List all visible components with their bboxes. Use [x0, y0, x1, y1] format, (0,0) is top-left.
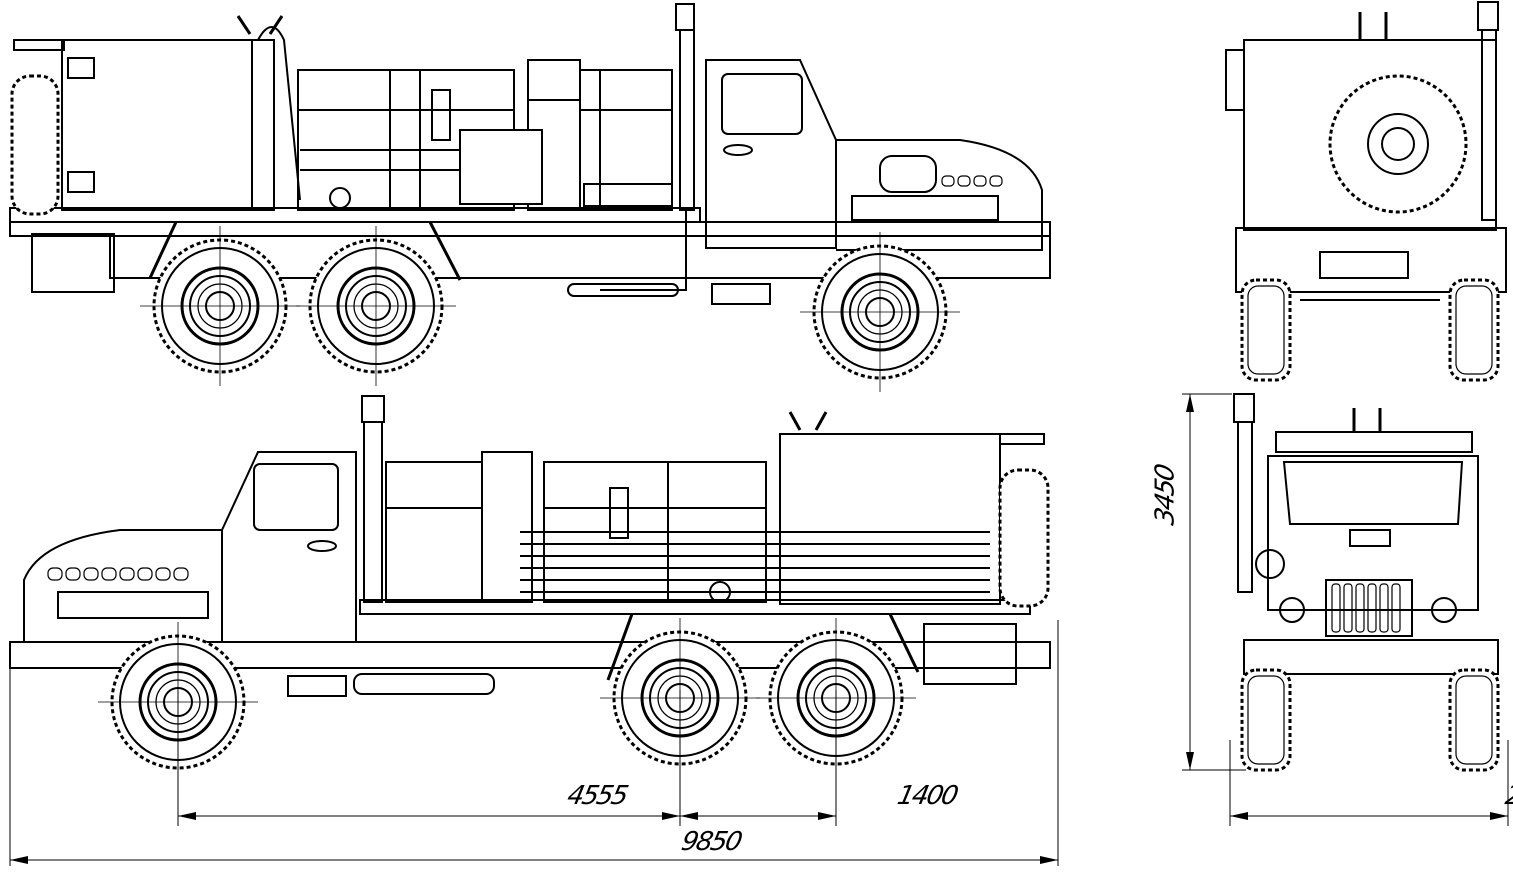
grille	[1325, 579, 1413, 637]
spare-tire	[10, 74, 60, 216]
dim-bogie-spacing-label: 1400	[895, 781, 961, 811]
hood	[23, 529, 222, 643]
dim-overall-width-label: 2500	[1503, 781, 1513, 811]
spare-tire	[998, 468, 1050, 608]
tank	[779, 433, 1001, 605]
rear-bumper	[1235, 227, 1507, 293]
cab	[221, 451, 357, 643]
cab-front	[1267, 455, 1479, 611]
cab-window	[253, 463, 339, 531]
exhaust-stack	[363, 421, 383, 603]
pump-unit	[459, 129, 543, 205]
front-wheel-right	[1448, 668, 1500, 772]
spare-tire	[1328, 74, 1468, 214]
front-wheel-left	[1240, 668, 1292, 772]
dimension-lines	[9, 393, 1509, 866]
wheel-front	[798, 230, 962, 394]
toolbox	[31, 233, 115, 293]
exhaust-cap	[1233, 393, 1255, 423]
rear-wheel-right	[1448, 278, 1500, 382]
rear-wheel-left	[1240, 278, 1292, 382]
chassis-frame	[109, 235, 1051, 279]
rear-view	[1225, 1, 1507, 382]
side-view-bottom	[9, 395, 1051, 784]
cab-window	[721, 73, 803, 135]
wheel-rear-2	[294, 224, 458, 388]
dim-overall-length-label: 9850	[679, 827, 745, 857]
hose-rack	[520, 531, 990, 593]
hood	[836, 139, 1043, 251]
tank	[61, 39, 275, 211]
platform-deck	[9, 207, 701, 223]
cab	[705, 59, 837, 249]
dim-overall-height-label: 3450	[1151, 462, 1181, 528]
side-view-top	[9, 3, 1051, 394]
chassis-rail	[9, 221, 1051, 237]
headlight-left	[1279, 597, 1305, 623]
front-view	[1233, 393, 1500, 772]
exhaust-stack	[679, 29, 695, 211]
exhaust-cap	[675, 3, 695, 31]
headlight-right	[1431, 597, 1457, 623]
toolbox	[923, 623, 1017, 685]
dimension-labels: 4555 1400 9850 2500 3450	[565, 462, 1513, 857]
front-bumper	[1243, 639, 1499, 675]
dim-wheelbase-label: 4555	[565, 781, 631, 811]
windshield	[1282, 461, 1464, 525]
chassis-frame	[9, 641, 1051, 669]
exhaust-cap	[361, 395, 385, 423]
